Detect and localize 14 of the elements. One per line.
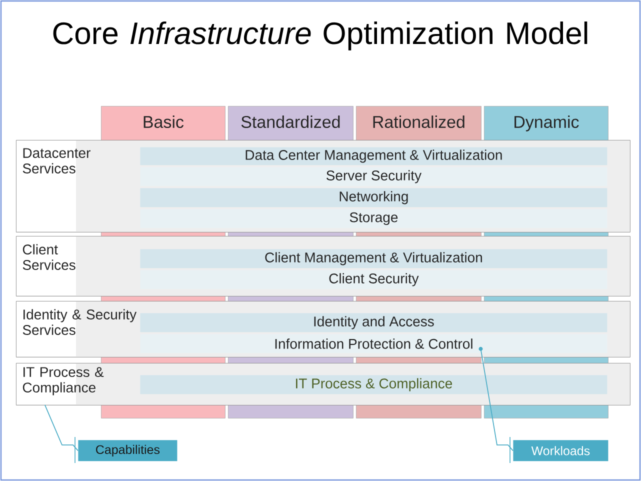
- workload-strip: Networking: [140, 188, 608, 208]
- workload-strip: Information Protection & Control: [140, 334, 608, 354]
- workload-strip: Storage: [140, 209, 608, 228]
- workload-strip: Client Management & Virtualization: [140, 249, 608, 268]
- workload-strip: Server Security: [140, 167, 608, 186]
- leader-line: [478, 346, 514, 452]
- workload-strip: Client Security: [140, 270, 608, 290]
- leader-line: [44, 404, 78, 452]
- workload-strip: Identity and Access: [140, 313, 608, 332]
- workload-strip: Data Center Management & Virtualization: [140, 147, 608, 166]
- callout-label: Workloads: [513, 440, 608, 462]
- callout-label: Capabilities: [78, 440, 178, 462]
- workload-strip: IT Process & Compliance: [140, 375, 608, 394]
- title: Core Infrastructure Optimization Model: [53, 22, 588, 50]
